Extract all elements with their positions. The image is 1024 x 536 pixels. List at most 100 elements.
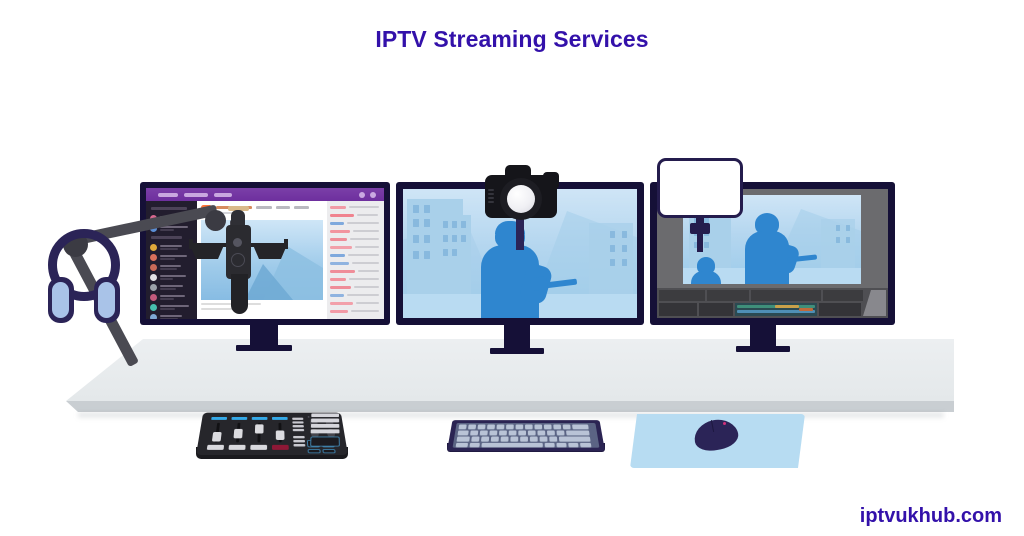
keyboard-key[interactable] [500, 436, 509, 442]
timeline-clip-video[interactable] [737, 310, 815, 313]
mixer-fader-knob-2[interactable] [233, 428, 243, 439]
mixer-fader-knob-3[interactable] [254, 424, 264, 434]
keyboard-key[interactable] [529, 436, 538, 442]
keyboard-modifier-key[interactable] [544, 442, 555, 447]
chat-username [330, 245, 352, 249]
stream-tab-1[interactable] [256, 206, 272, 209]
user-avatar-icon[interactable] [370, 191, 376, 198]
mixer-fader-knob-4[interactable] [275, 430, 285, 440]
keyboard-key[interactable] [520, 436, 528, 442]
timeline-track-4[interactable] [819, 303, 861, 316]
timeline-panel-4[interactable] [823, 290, 863, 301]
keyboard-key[interactable] [566, 430, 590, 436]
chat-text [349, 206, 379, 209]
sidebar-item-channel[interactable] [150, 253, 196, 262]
mixer-button-2[interactable] [228, 444, 246, 450]
mixer-fader-knob-1[interactable] [211, 431, 222, 442]
keyboard-key[interactable] [481, 436, 490, 442]
center-monitor[interactable] [396, 182, 644, 325]
sidebar-item-channel[interactable] [150, 283, 196, 292]
right-monitor[interactable] [650, 182, 895, 325]
keyboard-key[interactable] [515, 424, 524, 429]
keyboard-key[interactable] [457, 430, 469, 436]
keyboard-key[interactable] [543, 424, 552, 429]
keyboard-key[interactable] [556, 430, 565, 436]
keyboard-key[interactable] [572, 424, 589, 429]
sidebar-item-channel[interactable] [150, 273, 196, 282]
timeline-track-1[interactable] [659, 303, 697, 316]
settings-gear-icon[interactable] [359, 191, 365, 198]
chat-message [330, 301, 381, 308]
nav-pill-2[interactable] [184, 192, 208, 197]
keyboard-key[interactable] [487, 424, 495, 429]
keyboard-key[interactable] [456, 436, 470, 442]
keyboard-modifier-key[interactable] [455, 442, 469, 447]
nav-pill-1[interactable] [158, 192, 178, 197]
mixer-button-1[interactable] [206, 444, 225, 450]
stream-tab-3[interactable] [294, 206, 309, 209]
keyboard-key[interactable] [537, 430, 546, 436]
keyboard-arrow-key[interactable] [556, 442, 567, 447]
right-monitor-screen[interactable] [657, 189, 888, 318]
keyboard-spacebar[interactable] [481, 442, 543, 447]
keyboard-key[interactable] [527, 430, 536, 436]
keyboard-key[interactable] [496, 424, 505, 429]
keyboard-key[interactable] [470, 430, 479, 436]
keyboard-arrow-key[interactable] [568, 442, 579, 447]
dashboard-navbar[interactable] [146, 188, 384, 201]
left-monitor[interactable] [140, 182, 390, 325]
mixer-pad-bank[interactable] [306, 412, 348, 450]
keyboard-key[interactable] [489, 430, 498, 436]
pad-bank-button[interactable] [310, 423, 340, 428]
mixer-button-3[interactable] [250, 444, 268, 450]
keyboard-key[interactable] [546, 430, 555, 436]
keyboard-key[interactable] [518, 430, 526, 436]
keyboard-key[interactable] [458, 424, 467, 429]
keyboard-key[interactable] [562, 424, 571, 429]
chat-panel[interactable] [327, 201, 384, 319]
keyboard-key[interactable] [525, 424, 533, 429]
building-window [704, 218, 709, 224]
keyboard-modifier-key[interactable] [469, 442, 480, 447]
keyboard-key[interactable] [549, 436, 558, 442]
keyboard-key[interactable] [506, 424, 514, 429]
sidebar-item-channel[interactable] [150, 293, 196, 302]
led-panel-pole [697, 230, 703, 252]
keyboard-key[interactable] [499, 430, 507, 436]
keyboard-key[interactable] [490, 436, 499, 442]
timeline-clip-marker-2[interactable] [799, 308, 813, 311]
timeline-panel-2[interactable] [707, 290, 749, 301]
stream-video-player[interactable] [201, 220, 323, 300]
left-monitor-screen[interactable] [146, 188, 384, 319]
timeline-clip-marker-1[interactable] [775, 305, 799, 308]
keyboard-arrow-key[interactable] [579, 442, 592, 447]
sidebar-item-channel[interactable] [150, 313, 196, 319]
timeline-track-2[interactable] [699, 303, 733, 316]
sidebar-item-channel[interactable] [150, 303, 196, 312]
mechanical-keyboard[interactable] [447, 420, 605, 451]
pad-bank-large-button[interactable] [310, 436, 340, 447]
keyboard-key[interactable] [510, 436, 519, 442]
keyboard-key[interactable] [539, 436, 548, 442]
pad-bank-button[interactable] [311, 418, 340, 423]
keyboard-key[interactable] [468, 424, 477, 429]
building-window [452, 235, 457, 242]
sidebar-item-channel[interactable] [150, 243, 196, 252]
nav-pill-3[interactable] [214, 192, 232, 197]
keyboard-key[interactable] [508, 430, 517, 436]
keyboard-key[interactable] [534, 424, 543, 429]
microphone-gain-dial[interactable] [231, 253, 245, 267]
sidebar-item-channel[interactable] [150, 263, 196, 272]
keyboard-key[interactable] [479, 430, 488, 436]
mixer-mute-button[interactable] [272, 444, 289, 450]
timeline-panel-3[interactable] [751, 290, 821, 301]
keyboard-key[interactable] [553, 424, 562, 429]
mixer-led-2 [231, 416, 248, 420]
pad-bank-button[interactable] [311, 413, 340, 418]
keyboard-key[interactable] [471, 436, 480, 442]
stream-tab-2[interactable] [276, 206, 290, 209]
keyboard-key[interactable] [558, 436, 591, 442]
pad-bank-button[interactable] [310, 429, 340, 434]
timeline-panel-1[interactable] [659, 290, 705, 301]
keyboard-key[interactable] [477, 424, 486, 429]
